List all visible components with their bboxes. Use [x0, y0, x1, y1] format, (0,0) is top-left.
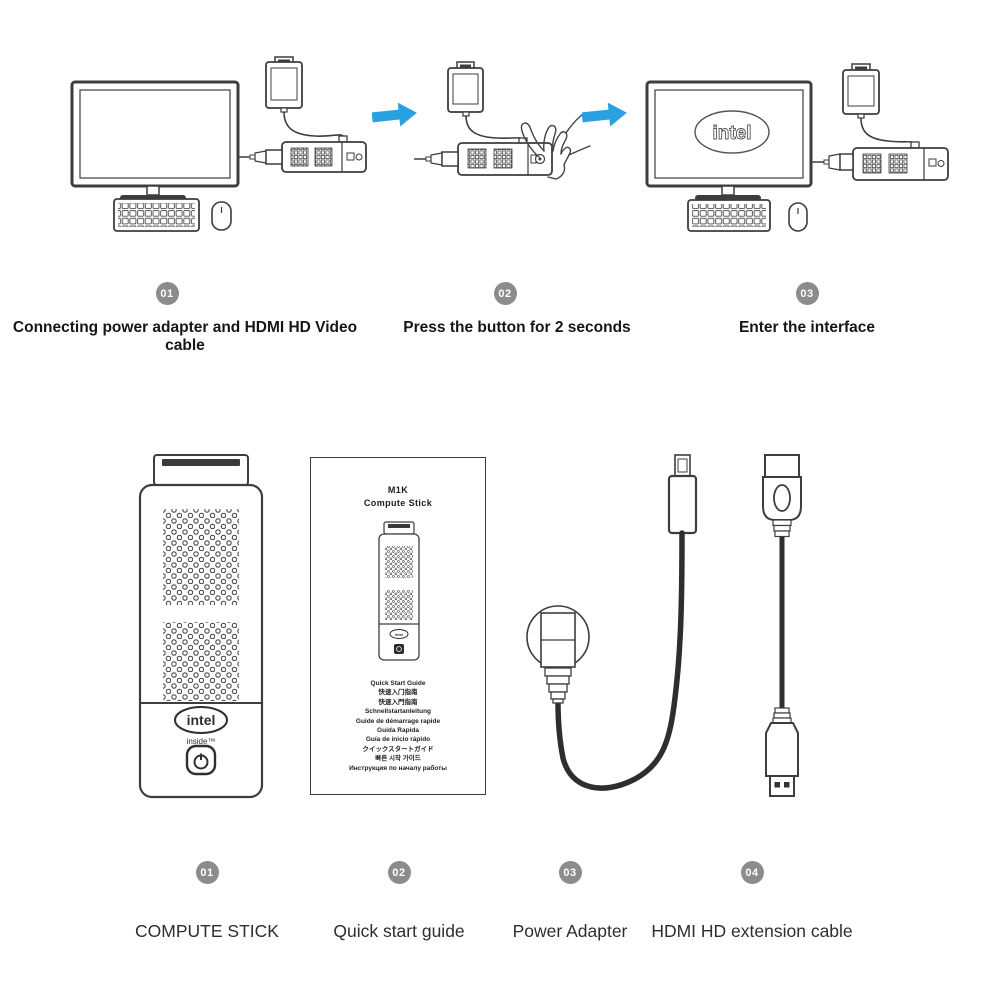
- lang-line: 快速入門指南: [378, 698, 418, 706]
- compute-stick-icon: [852, 141, 949, 181]
- power-adapter-icon: [265, 56, 344, 137]
- intel-logo-text: intel: [712, 123, 751, 144]
- lang-line: Инструкция по началу работы: [349, 764, 447, 772]
- pressing-hand-icon: [520, 113, 591, 180]
- micro-usb-connector: [667, 454, 698, 535]
- mouse-icon: [788, 202, 808, 232]
- hdmi-plug-icon: [414, 151, 459, 167]
- step1-illustration: [70, 56, 367, 232]
- step2-badge: 02: [493, 282, 517, 305]
- hdmi-connector-cap: [153, 454, 249, 486]
- step2-illustration: [414, 61, 591, 180]
- intel-logo-text: intel: [187, 712, 216, 728]
- booklet-stick-drawing: intel: [378, 521, 420, 661]
- power-adapter-product-illustration: [526, 454, 698, 791]
- package-item1-badge: 01: [195, 861, 219, 884]
- lang-line: Schnellstartanleitung: [364, 708, 432, 716]
- package-item1-label: COMPUTE STICK: [135, 921, 279, 941]
- step3-illustration: intel: [645, 63, 949, 232]
- vent-grid-top: [163, 509, 239, 605]
- female-connector: [762, 454, 802, 538]
- booklet-language-list: Quick Start Guide 快速入门指南 快速入門指南 Schnells…: [311, 679, 485, 773]
- male-usb-connector: [765, 707, 799, 797]
- hdmi-plug-icon: [238, 149, 283, 165]
- step1-badge: 01: [155, 282, 179, 305]
- power-adapter-icon: [447, 61, 524, 141]
- arrow-right-icon: [372, 102, 417, 127]
- vent-grid-bottom: [163, 622, 239, 701]
- lang-line: 빠른 시작 가이드: [375, 755, 421, 763]
- package-item4-badge: 04: [740, 861, 764, 884]
- intel-logo-on-screen: intel: [694, 110, 770, 154]
- arrow-right-icon: [582, 102, 627, 127]
- power-button-icon: [394, 644, 404, 654]
- adapter-cable: [555, 530, 685, 791]
- hdmi-plug-icon: [811, 153, 854, 171]
- wall-plug: [526, 605, 590, 704]
- lang-line: Guida Rapida: [377, 727, 419, 735]
- booklet-model-title: M1K: [387, 485, 409, 495]
- compute-stick-icon: [281, 135, 367, 173]
- package-item2-badge: 02: [387, 861, 411, 884]
- package-item2-label: Quick start guide: [333, 921, 465, 941]
- step3-badge: 03: [795, 282, 819, 305]
- stick-body: [138, 483, 264, 799]
- step2-caption: Press the button for 2 seconds: [403, 319, 631, 336]
- intel-logo-text: intel: [395, 632, 403, 637]
- intel-inside-logo: intel inside™: [174, 706, 228, 746]
- package-item3-badge: 03: [558, 861, 582, 884]
- step3-caption: Enter the interface: [738, 319, 876, 336]
- inside-text: inside™: [187, 737, 216, 746]
- mouse-icon: [211, 201, 232, 231]
- lang-line: 快速入门指南: [378, 689, 418, 697]
- package-item4-label: HDMI HD extension cable: [651, 921, 853, 941]
- keyboard-icon: [687, 199, 771, 232]
- step1-caption: Connecting power adapter and HDMI HD Vid…: [12, 319, 358, 354]
- power-adapter-icon: [842, 63, 916, 145]
- lang-line: Guide de démarrage rapide: [355, 717, 441, 725]
- keyboard-icon: [113, 198, 200, 232]
- lang-line: Quick Start Guide: [370, 680, 426, 687]
- power-button-icon: [185, 744, 217, 776]
- package-item3-label: Power Adapter: [512, 921, 628, 941]
- extension-cable-product-illustration: [762, 454, 802, 797]
- lang-line: Guía de inicio rápido: [365, 736, 431, 744]
- monitor-icon: [70, 80, 240, 201]
- lang-line: クイックスタートガイド: [362, 745, 434, 753]
- quick-start-guide-booklet: M1K Compute Stick intel Quick Start Guid…: [310, 457, 486, 795]
- monitor-icon: [645, 80, 813, 201]
- booklet-product-title: Compute Stick: [363, 498, 433, 508]
- compute-stick-product-illustration: intel inside™: [138, 454, 264, 799]
